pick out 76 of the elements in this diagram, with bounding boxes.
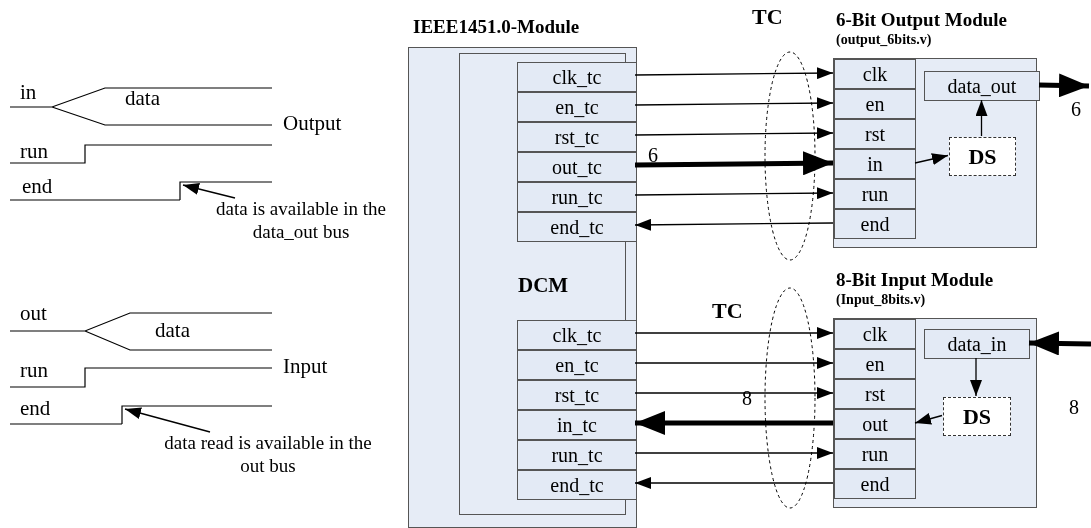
signal-label: data [125, 88, 160, 109]
port-box: rst_tc [517, 122, 637, 152]
bundle-label: TC [752, 6, 783, 28]
port-box: rst [834, 379, 916, 409]
port-box: out_tc [517, 152, 637, 182]
annotation-text: data is available in the data_out bus [205, 198, 397, 244]
port-box: end [834, 469, 916, 499]
port-box: clk_tc [517, 62, 637, 92]
bus-width-label: 8 [1069, 397, 1079, 417]
bus-arrow [635, 411, 833, 435]
port-box: clk [834, 319, 916, 349]
port-box: rst_tc [517, 380, 637, 410]
signal-arrow [914, 412, 943, 425]
signal-arrow [634, 387, 834, 399]
bus-arrow [634, 151, 834, 176]
signal-arrow [634, 447, 834, 459]
ds-label: DS [968, 145, 997, 168]
port-box: rst [834, 119, 916, 149]
bus-width-label: 6 [1071, 99, 1081, 119]
port-box: data_in [924, 329, 1030, 359]
signal-label: end [20, 398, 51, 419]
bus-arrow [1028, 331, 1091, 356]
module-title: 8-Bit Input Module [836, 270, 994, 289]
port-box: end_tc [517, 470, 637, 500]
port-box: clk_tc [517, 320, 637, 350]
port-box: in_tc [517, 410, 637, 440]
port-box: end [834, 209, 916, 239]
bus-width-label: 8 [742, 388, 752, 408]
leader-arrow [182, 183, 236, 199]
signal-label: run [20, 360, 48, 381]
signal-label: data [155, 320, 190, 341]
port-box: end_tc [517, 212, 637, 242]
signal-label: run [20, 141, 48, 162]
end-signal-step [179, 181, 273, 201]
signal-arrow [634, 67, 834, 80]
port-box: in [834, 149, 916, 179]
port-box: run_tc [517, 182, 637, 212]
bus-arrow [1038, 73, 1090, 98]
port-box: data_out [924, 71, 1040, 101]
port-box: en [834, 89, 916, 119]
port-box: en_tc [517, 92, 637, 122]
signal-label: end [22, 176, 53, 197]
module-title: IEEE1451.0-Module [413, 17, 580, 36]
signal-arrow [634, 477, 834, 489]
ds-label: DS [962, 405, 992, 428]
file-name: (Input_8bits.v) [836, 293, 926, 307]
port-box: run [834, 179, 916, 209]
signal-label: in [20, 82, 37, 103]
signal-arrow [970, 357, 982, 397]
ds-box [943, 397, 1011, 436]
signal-arrow [634, 218, 834, 231]
dcm-label: DCM [518, 275, 569, 296]
signal-arrow [634, 127, 834, 140]
signal-label: Input [283, 356, 328, 377]
bus-width-label: 6 [648, 145, 658, 165]
leader-arrow [124, 407, 211, 433]
signal-arrow [634, 97, 834, 110]
port-box: out [834, 409, 916, 439]
signal-label: out [20, 303, 47, 324]
port-box: clk [834, 59, 916, 89]
signal-label: Output [283, 113, 342, 134]
port-box: en [834, 349, 916, 379]
signal-arrow [975, 99, 988, 137]
port-box: en_tc [517, 350, 637, 380]
signal-arrow [634, 187, 834, 200]
module-title: 6-Bit Output Module [836, 10, 1008, 29]
port-box: run [834, 439, 916, 469]
end-signal-step [121, 405, 273, 425]
file-name: (output_6bits.v) [836, 33, 932, 47]
bundle-label: TC [712, 300, 743, 322]
signal-arrow [914, 153, 949, 165]
ds-box [949, 137, 1016, 176]
signal-arrow [634, 357, 834, 369]
annotation-text: data read is available in the out bus [150, 432, 386, 478]
port-box: run_tc [517, 440, 637, 470]
signal-arrow [634, 327, 834, 339]
